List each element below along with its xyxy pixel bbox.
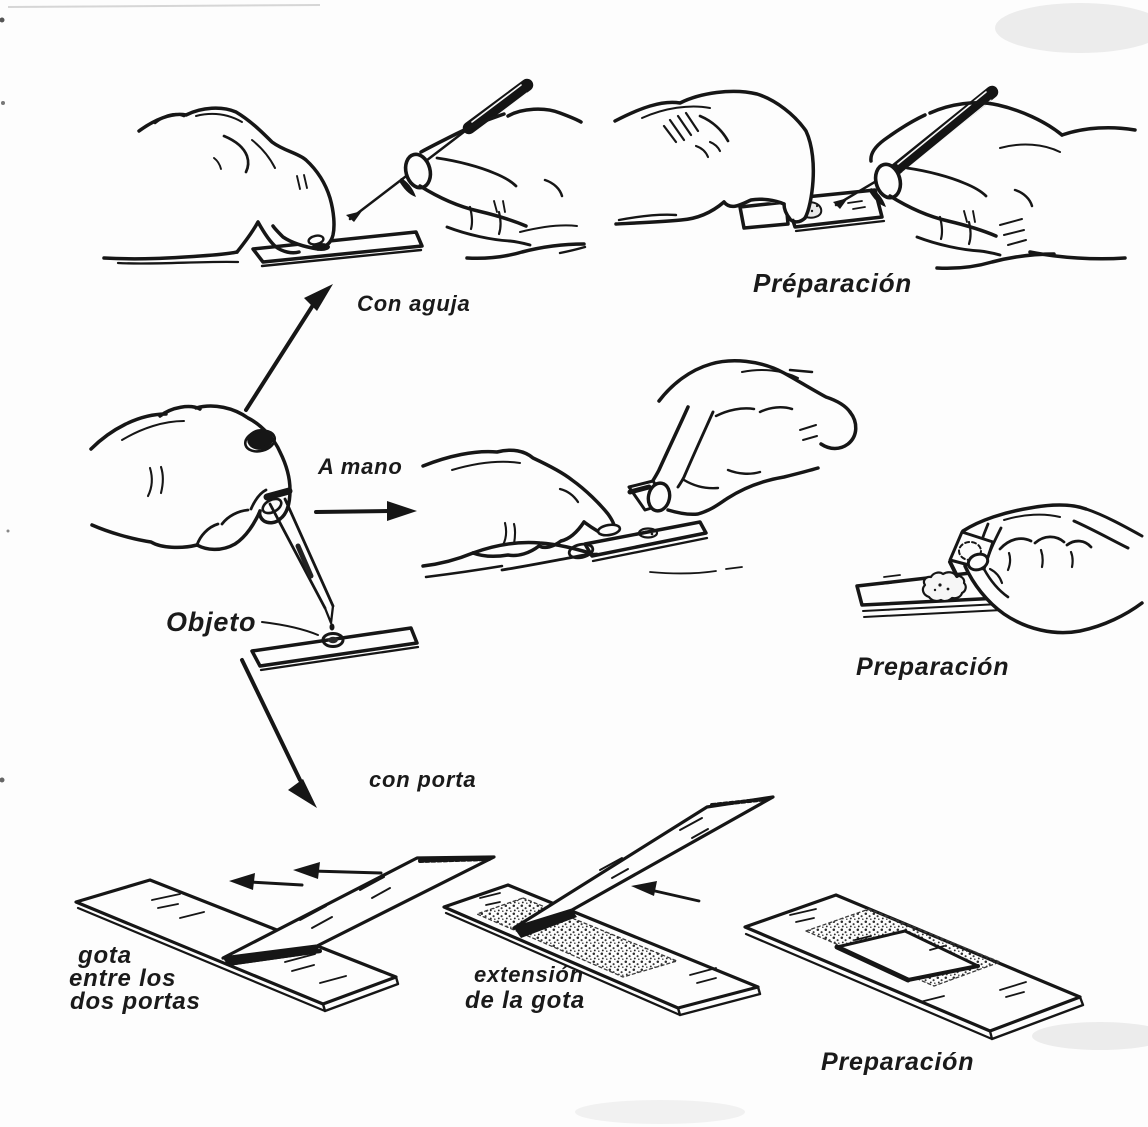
svg-text:Objeto: Objeto — [166, 607, 256, 637]
svg-text:con porta: con porta — [369, 767, 476, 792]
svg-text:Preparación: Preparación — [821, 1048, 974, 1076]
svg-text:de la gota: de la gota — [465, 987, 585, 1014]
svg-text:extensión: extensión — [474, 962, 584, 987]
svg-text:Preparación: Preparación — [856, 653, 1009, 681]
svg-text:dos portas: dos portas — [70, 988, 201, 1015]
svg-text:entre los: entre los — [69, 965, 176, 992]
svg-text:gota: gota — [77, 942, 132, 969]
svg-text:Con aguja: Con aguja — [357, 291, 471, 316]
svg-text:Préparación: Préparación — [753, 268, 912, 298]
svg-text:A mano: A mano — [317, 454, 403, 479]
